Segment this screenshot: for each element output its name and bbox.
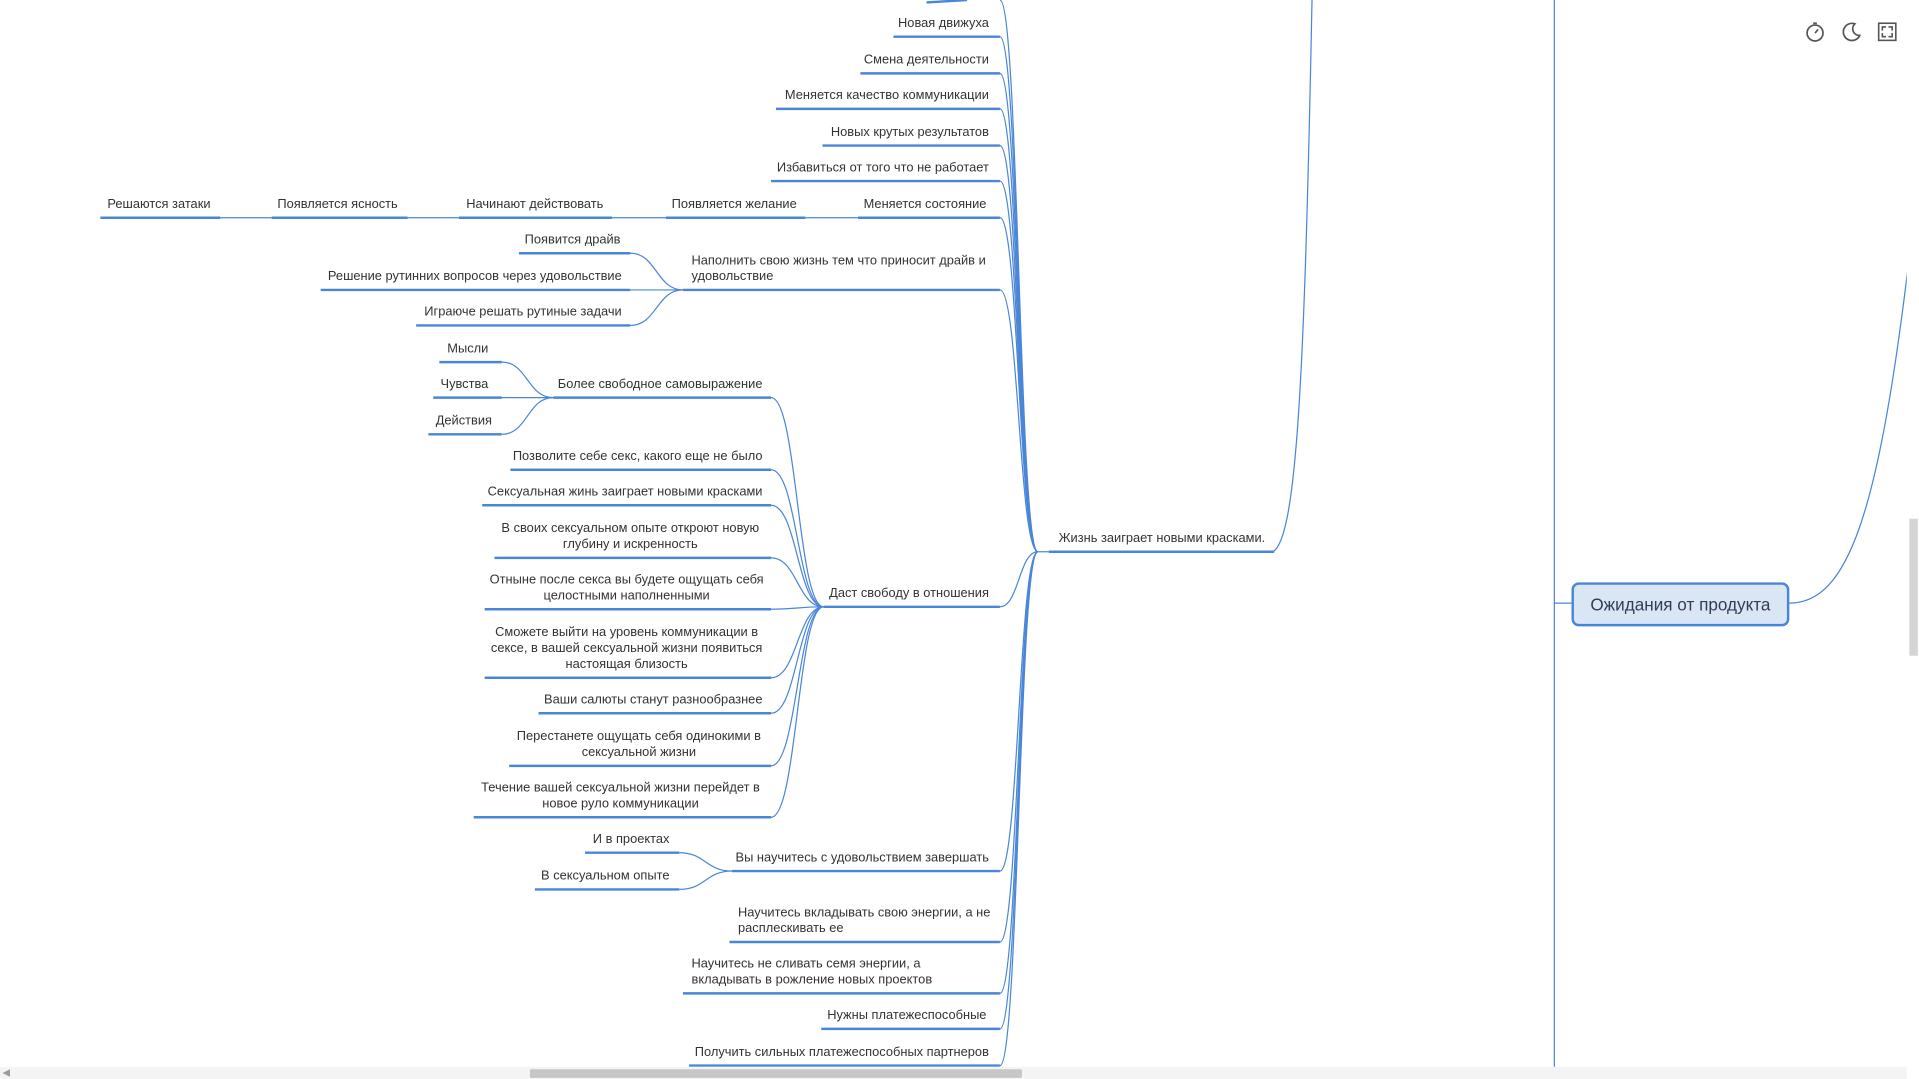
timer-button[interactable]: [1802, 18, 1829, 45]
moon-icon: [1842, 22, 1862, 42]
topic-n2[interactable]: Смена деятельности: [863, 52, 989, 68]
top-cut-edge: [926, 0, 967, 4]
topic-n10[interactable]: Научитесь вкладывать свою энергии, а не …: [738, 905, 991, 936]
edge-n8-n8c: [770, 504, 824, 608]
topic-n8e[interactable]: Отныне после секса вы будете ощущать себ…: [489, 572, 764, 604]
topic-n3[interactable]: Меняется качество коммуникации: [784, 88, 989, 103]
root-node[interactable]: Ожидания от продукта: [1571, 582, 1790, 627]
fullscreen-button[interactable]: [1874, 18, 1901, 45]
edge-n2: [999, 72, 1039, 553]
topic-n7c[interactable]: Играюче решать рутиные задачи: [424, 304, 622, 320]
topic-n7[interactable]: Наполнить свою жизнь тем что приносит др…: [691, 253, 986, 284]
topic-n8b[interactable]: Позволите себе секс, какого еще не было: [512, 448, 763, 464]
edge-n8-n8e: [771, 606, 824, 610]
edge-top-cut: [999, 0, 1039, 553]
topic-n5[interactable]: Избавиться от того что не работает: [776, 160, 989, 175]
topic-n8a[interactable]: Более свободное самовыражение: [557, 376, 763, 392]
edge-n9-n9a: [679, 852, 732, 872]
main-branch-up-edge: [1272, 0, 1313, 553]
topic-n4[interactable]: Новых крутых результатов: [830, 124, 989, 140]
vertical-scrollbar[interactable]: [1906, 0, 1919, 1067]
edge-n12: [999, 551, 1039, 1030]
timer-icon: [1806, 22, 1824, 42]
edge-n8-n8b: [770, 469, 824, 608]
topic-n9b[interactable]: В сексуальном опыте: [541, 868, 670, 884]
edge-n8-n8a: [770, 396, 824, 608]
topic-n1[interactable]: Новая движуха: [898, 15, 989, 31]
fullscreen-icon: [1877, 22, 1897, 42]
topic-n6c[interactable]: Появляется ясность: [277, 196, 398, 212]
edge-n1: [999, 36, 1039, 553]
edge-n7: [999, 289, 1039, 553]
edge-n8-n8g: [770, 606, 824, 714]
edge-n8-n8h: [770, 606, 824, 767]
topic-n8c[interactable]: Сексуальная жинь заиграет новыми краскам…: [487, 484, 763, 500]
topic-n8a2[interactable]: Чувства: [440, 376, 489, 392]
topic-n13[interactable]: Получить сильных платежеспособных партне…: [694, 1044, 989, 1060]
topic-n9a[interactable]: И в проектах: [592, 831, 670, 847]
topic-n9[interactable]: Вы научитесь с удовольствием завершать: [735, 850, 989, 865]
main-branch-topic[interactable]: Жизнь заиграет новыми красками.: [1058, 530, 1266, 546]
edge-n10: [999, 551, 1039, 943]
topic-n8a1[interactable]: Мысли: [447, 341, 489, 357]
edge-n9-n9b: [679, 870, 732, 891]
root-right-edge: [1789, 256, 1910, 604]
vertical-scroll-thumb[interactable]: [1909, 518, 1918, 656]
theme-toggle-button[interactable]: [1838, 18, 1865, 45]
edge-n8-n8d: [771, 557, 824, 608]
topic-n8d[interactable]: В своих сексуальном опыте откроют новую …: [501, 521, 760, 552]
topic-n12[interactable]: Нужны платежеспособные: [827, 1008, 987, 1023]
horizontal-scroll-thumb[interactable]: [529, 1069, 1022, 1078]
edge-n6: [999, 217, 1039, 553]
topic-n8[interactable]: Даст свободу в отношения: [829, 586, 989, 601]
edge-n5: [999, 180, 1039, 553]
topic-n8g[interactable]: Ваши салюты станут разнообразнее: [544, 692, 763, 708]
edge-n3: [999, 108, 1039, 553]
edge-n7-n7c: [630, 289, 683, 327]
edge-n7-n7a: [630, 252, 683, 291]
edge-n13: [999, 551, 1039, 1067]
topic-n6b[interactable]: Начинают действовать: [466, 196, 604, 212]
topic-n6a[interactable]: Появляется желание: [671, 196, 797, 212]
topic-n6d[interactable]: Решаются затаки: [107, 196, 211, 212]
root-node-label: Ожидания от продукта: [1590, 594, 1771, 615]
edge-n8-n8i: [770, 606, 824, 818]
topic-n8h[interactable]: Перестанете ощущать себя одинокими в сек…: [516, 729, 761, 760]
topic-n8f[interactable]: Сможете выйти на уровень коммуникации в …: [490, 625, 763, 672]
edge-n8a-n8a3: [501, 396, 554, 435]
edge-n8: [999, 551, 1038, 608]
edge-n8a-n8a1: [501, 361, 554, 399]
topic-n7b[interactable]: Решение рутинних вопросов через удовольс…: [327, 269, 622, 284]
topic-n6[interactable]: Меняется состояние: [863, 196, 987, 212]
topic-n7a[interactable]: Появится драйв: [524, 232, 621, 248]
topic-n11[interactable]: Научитесь не сливать семя энергии, а вкл…: [691, 956, 933, 988]
topic-n8i[interactable]: Течение вашей сексуальной жизни перейдет…: [481, 780, 760, 812]
topic-n8a3[interactable]: Действия: [435, 413, 493, 429]
horizontal-scrollbar[interactable]: ◀: [0, 1066, 1907, 1079]
edge-n4: [999, 144, 1039, 553]
edge-n8-n8f: [770, 606, 824, 679]
scroll-left-icon[interactable]: ◀: [2, 1066, 10, 1078]
